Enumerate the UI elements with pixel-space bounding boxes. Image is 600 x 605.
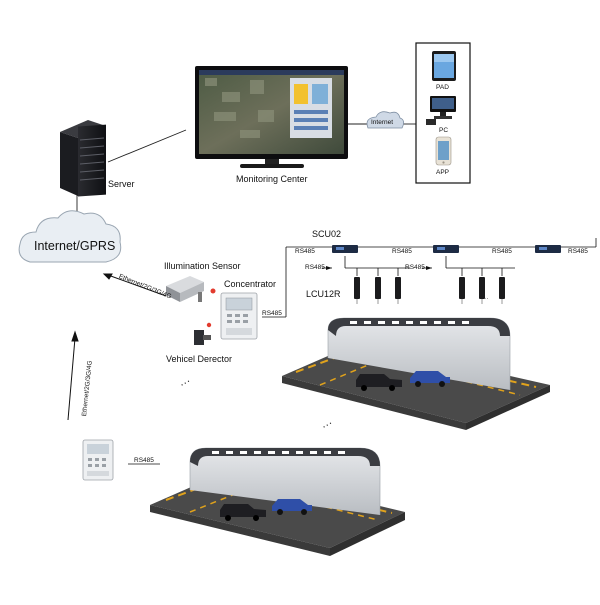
lcu-units [354,277,505,299]
tablet-icon [432,51,456,81]
server-monitor-link [107,129,187,163]
server-label: Server [108,179,135,189]
internet-gprs-cloud [18,210,122,263]
tunnel-2-car-dark [220,504,266,521]
vehicle-detector-label: Vehicel Derector [166,354,233,364]
tunnel-2 [150,447,405,556]
monitor-icon [195,66,348,168]
illumination-sensor-icon [166,276,216,302]
ellipsis-3: ··· [375,295,382,302]
lcu-label: LCU12R [306,289,341,299]
scu-unit-1 [332,245,358,253]
scu-unit-3 [535,245,561,253]
scu-unit-2 [433,245,459,253]
internet-gprs-label: Internet/GPRS [34,239,116,253]
tunnel-1-car-dark [356,374,402,391]
internet-cloud [366,111,404,129]
tunnel-1-car-blue [410,371,450,387]
tunnel-1 [282,317,550,430]
ethernet-arrows [67,273,167,421]
vehicle-detector-icon [194,322,212,345]
desktop-pc-icon [426,96,456,125]
network-links [76,123,416,214]
rs485-label-4: RS485 [568,248,588,255]
pad-label: PAD [436,84,449,91]
rs485-label-3: RS485 [492,248,512,255]
rs485-label-2: RS485 [392,248,412,255]
monitoring-center-label: Monitoring Center [236,174,308,184]
app-label: APP [436,169,450,176]
rs485-label-7: RS485 [262,310,282,317]
illumination-sensor-label: Illumination Sensor [164,261,241,271]
client-devices-box [415,42,471,184]
concentrator-2-icon [82,439,114,481]
concentrator-icon [220,292,258,340]
concentrator-label: Concentrator [224,279,277,289]
server-icon [60,120,106,197]
internet-label: Internet [371,119,394,126]
phone-icon [435,136,452,166]
scu-label: SCU02 [312,229,342,239]
ellipsis-4: ··· [482,295,489,302]
scu-units [332,245,561,253]
rs485-label-8: RS485 [134,457,154,464]
lcu-wires [356,299,503,304]
rs485-label-5: RS485 [305,264,325,271]
pc-label: PC [439,127,449,134]
rs485-label-1: RS485 [295,248,315,255]
rs485-label-6: RS485 [405,264,425,271]
tunnel-2-car-blue [272,499,312,515]
